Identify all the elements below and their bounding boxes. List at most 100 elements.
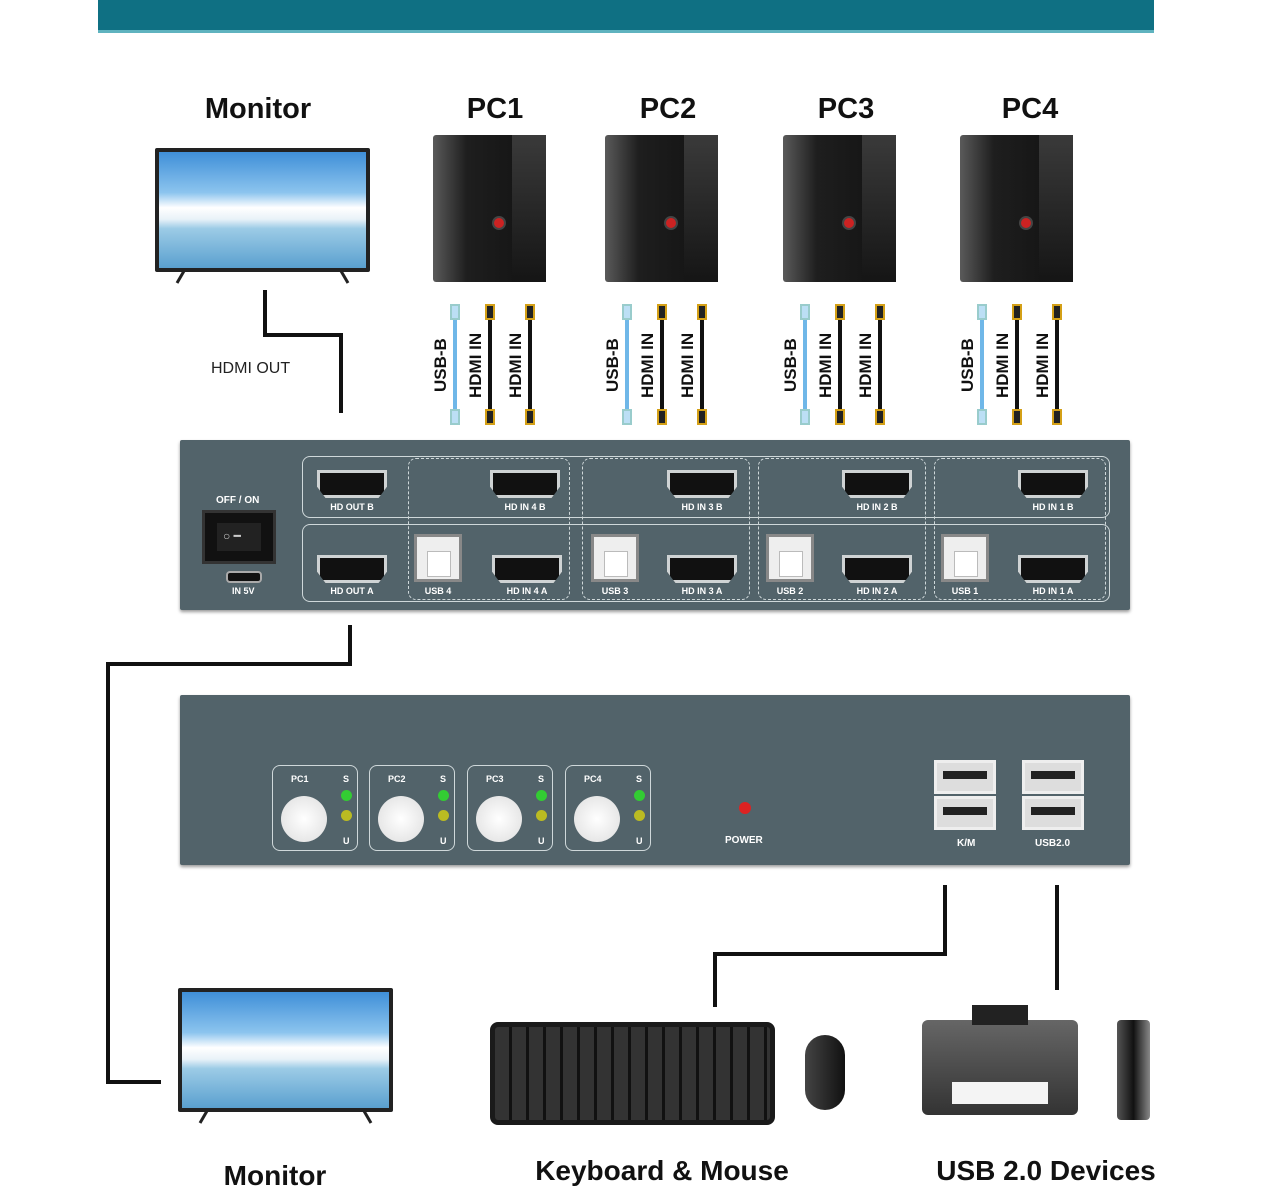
mouse-image: [805, 1035, 845, 1110]
cable-plug: [622, 409, 632, 425]
port-label: USB 4: [424, 586, 452, 596]
hdmi-port: [490, 470, 560, 498]
km-usb-port-1: [934, 760, 996, 794]
hdmi-in-label: HDMI IN: [506, 332, 525, 398]
button-label: PC2: [388, 774, 406, 784]
cable-plug: [697, 409, 707, 425]
power-in-label: IN 5V: [232, 586, 255, 596]
usb-b-port: [414, 534, 462, 582]
monitor-label: Monitor: [204, 93, 312, 125]
button-label: PC3: [486, 774, 504, 784]
hdmi-in-label: HDMI IN: [678, 332, 697, 398]
power-switch[interactable]: ○ ━: [202, 510, 276, 564]
cable-plug: [485, 304, 495, 320]
cable-plug: [1052, 409, 1062, 425]
cable-plug: [525, 304, 535, 320]
km-usb-port-2: [934, 796, 996, 830]
hdmi-port: [317, 555, 387, 583]
port-label: HD IN 1 A: [1032, 586, 1074, 596]
cable-plug: [835, 304, 845, 320]
button-label: PC4: [584, 774, 602, 784]
pc-logo-icon: [663, 215, 678, 230]
usb-b-cable: [977, 304, 987, 425]
pc-side-panel: [1039, 135, 1073, 282]
cable-plug: [450, 304, 460, 320]
cable-plug: [875, 304, 885, 320]
pc3-button-group: PC3 S U: [467, 765, 553, 851]
pc-side-panel: [862, 135, 896, 282]
hdmi-in-cable: [525, 304, 535, 425]
status-led-s: [438, 790, 449, 801]
pc4-select-button[interactable]: [574, 796, 620, 842]
pc1-tower-image: [433, 135, 546, 282]
port-label: HD OUT B: [330, 502, 374, 512]
usb-b-port: [591, 534, 639, 582]
bottom-monitor-image: [178, 988, 393, 1124]
led-s-label: S: [636, 774, 643, 784]
cable-plug: [835, 409, 845, 425]
pc2-select-button[interactable]: [378, 796, 424, 842]
pc4-button-group: PC4 S U: [565, 765, 651, 851]
hdmi-port: [317, 470, 387, 498]
port-label: HD IN 3 B: [681, 502, 723, 512]
hdmi-port: [842, 555, 912, 583]
hdmi-in-label: HDMI IN: [856, 332, 875, 398]
pc4-label: PC4: [1001, 93, 1059, 125]
usb2-label: USB2.0: [1035, 838, 1071, 849]
usb-b-cable: [800, 304, 810, 425]
cable-plug: [1012, 409, 1022, 425]
led-s-label: S: [440, 774, 447, 784]
keyboard-mouse-label: Keyboard & Mouse: [535, 1155, 789, 1186]
pc1-select-button[interactable]: [281, 796, 327, 842]
cable-plug: [1012, 304, 1022, 320]
pc-logo-icon: [841, 215, 856, 230]
pc1-label: PC1: [466, 93, 524, 125]
status-led-s: [536, 790, 547, 801]
led-u-label: U: [636, 836, 643, 846]
usb-b-label: USB-B: [431, 338, 450, 392]
status-led-u: [438, 810, 449, 821]
km-cable: [943, 885, 947, 955]
status-led-u: [634, 810, 645, 821]
hdmi-port: [667, 470, 737, 498]
pc2-label: PC2: [639, 93, 697, 125]
cable-plug: [622, 304, 632, 320]
hdmi-port: [667, 555, 737, 583]
hdmi-port: [492, 555, 562, 583]
hdmi-in-label: HDMI IN: [993, 332, 1012, 398]
status-led-s: [341, 790, 352, 801]
led-u-label: U: [538, 836, 545, 846]
header-banner: [98, 0, 1154, 33]
pc-side-panel: [512, 135, 546, 282]
usb-b-port: [766, 534, 814, 582]
usb2-port-2: [1022, 796, 1084, 830]
port-label: USB 2: [776, 586, 804, 596]
usb2-cable: [1055, 885, 1059, 990]
hdmi-port: [842, 470, 912, 498]
hdmi-out-a-cable: [348, 625, 352, 665]
pc4-tower-image: [960, 135, 1073, 282]
cable-plug: [977, 409, 987, 425]
port-label: USB 1: [951, 586, 979, 596]
led-s-label: S: [343, 774, 350, 784]
usb-b-label: USB-B: [781, 338, 800, 392]
pc3-label: PC3: [817, 93, 875, 125]
cable-plug: [525, 409, 535, 425]
bottom-monitor-label: Monitor: [223, 1160, 327, 1191]
cable-plug: [800, 409, 810, 425]
switch-label: OFF / ON: [216, 495, 260, 506]
led-u-label: U: [343, 836, 350, 846]
cable-plug: [657, 304, 667, 320]
pc3-select-button[interactable]: [476, 796, 522, 842]
port-label: HD IN 1 B: [1032, 502, 1074, 512]
led-s-label: S: [538, 774, 545, 784]
hdmi-in-cable: [1052, 304, 1062, 425]
port-label: HD IN 4 A: [506, 586, 548, 596]
hdmi-out-cable: [263, 290, 267, 335]
port-label: HD OUT A: [330, 586, 374, 596]
usb-b-cable: [450, 304, 460, 425]
port-label: USB 3: [601, 586, 629, 596]
cable-plug: [875, 409, 885, 425]
